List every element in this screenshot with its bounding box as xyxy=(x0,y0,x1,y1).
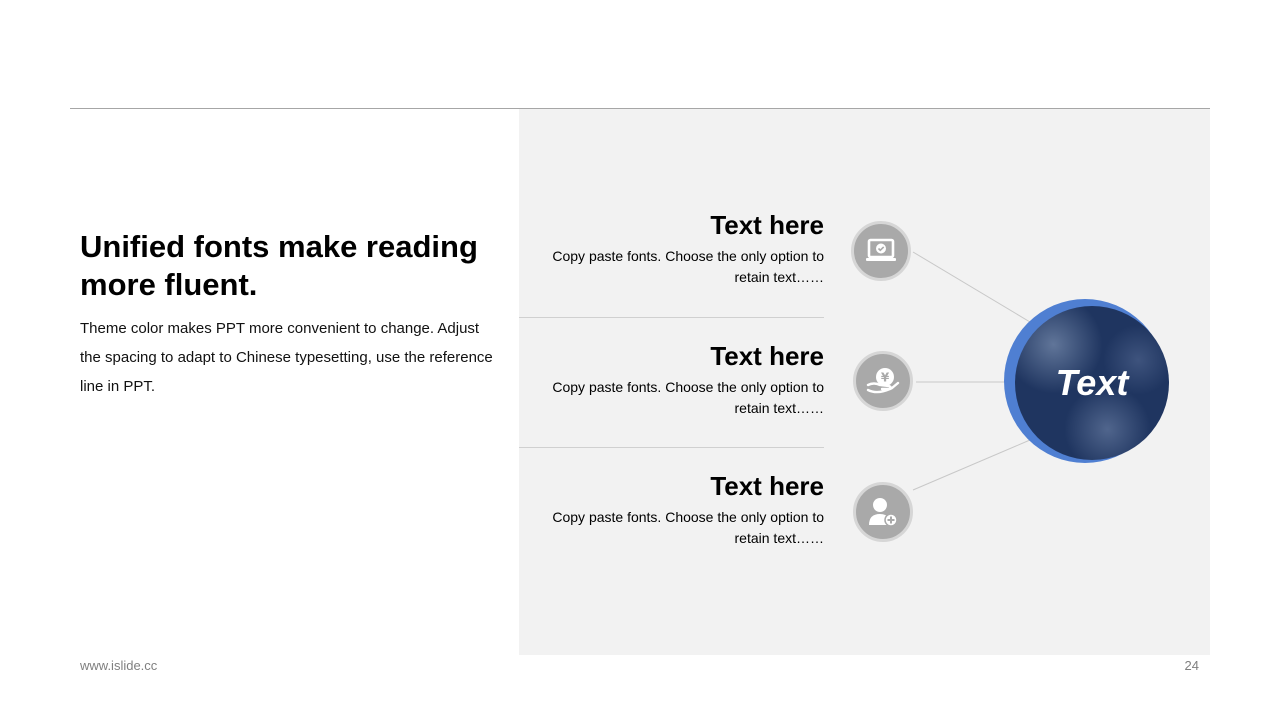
item-title: Text here xyxy=(710,210,824,240)
divider xyxy=(519,447,824,448)
list-item-2: Text here Copy paste fonts. Choose the o… xyxy=(520,341,824,419)
item-title: Text here xyxy=(710,471,824,501)
page-number: 24 xyxy=(1184,658,1199,673)
footer-website: www.islide.cc xyxy=(80,658,158,673)
hub-label: Text xyxy=(1055,362,1129,403)
item-description: Copy paste fonts. Choose the only option… xyxy=(552,248,824,285)
slide-body-text: Theme color makes PPT more convenient to… xyxy=(80,320,493,395)
item-description: Copy paste fonts. Choose the only option… xyxy=(552,509,824,546)
laptop-check-icon xyxy=(851,221,911,281)
slide-headline: Unified fonts make reading more fluent. xyxy=(80,229,478,302)
list-item-3: Text here Copy paste fonts. Choose the o… xyxy=(520,471,824,549)
top-rule xyxy=(70,108,1210,109)
divider xyxy=(519,317,824,318)
user-add-icon xyxy=(853,482,913,542)
hand-yen-icon: ¥ xyxy=(853,351,913,411)
item-description: Copy paste fonts. Choose the only option… xyxy=(552,379,824,416)
hub-circle: Text xyxy=(1015,306,1169,460)
list-item-1: Text here Copy paste fonts. Choose the o… xyxy=(520,210,824,288)
item-title: Text here xyxy=(710,341,824,371)
svg-text:¥: ¥ xyxy=(881,371,890,385)
